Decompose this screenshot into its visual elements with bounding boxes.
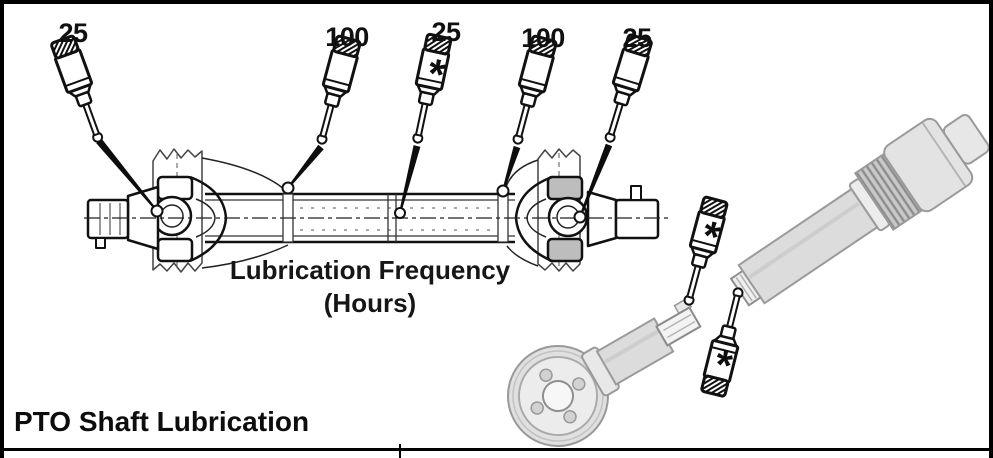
grease-fitting <box>150 204 164 218</box>
pto-shaft-cutaway-drawing <box>84 138 672 273</box>
grease-fitting <box>496 184 510 198</box>
inset-lower-shaft-half <box>507 297 702 447</box>
interval-label-25-right: 25 <box>622 23 652 53</box>
caption-line-1: Lubrication Frequency <box>229 255 511 285</box>
grease-gun-icon <box>306 33 364 149</box>
frame-bottom-rule <box>0 448 993 451</box>
interval-label-100-right: 100 <box>521 23 565 53</box>
frame-top-border <box>0 0 993 4</box>
frame-right-border <box>989 0 993 458</box>
u-joint-left <box>151 175 228 263</box>
caption-lubrication-frequency: Lubrication Frequency (Hours) <box>230 254 510 319</box>
grease-fitting <box>573 210 587 224</box>
interval-label-25-center: 25 <box>431 17 461 47</box>
bottom-rule-notch <box>399 444 401 458</box>
caption-line-2: (Hours) <box>323 287 417 318</box>
figure-title: PTO Shaft Lubrication <box>14 406 310 437</box>
grease-fitting <box>394 207 406 219</box>
grease-fitting <box>281 181 295 195</box>
leader-lines <box>96 138 613 218</box>
locking-end-right <box>586 185 660 248</box>
inset-upper-shaft-half <box>729 114 990 307</box>
frame-left-border <box>0 0 4 458</box>
driveline-inset-illustration <box>507 114 990 447</box>
grease-fittings <box>150 181 587 224</box>
interval-label-25-left: 25 <box>58 18 88 48</box>
interval-label-100-left: 100 <box>325 22 369 52</box>
grease-gun-icon <box>48 33 113 148</box>
